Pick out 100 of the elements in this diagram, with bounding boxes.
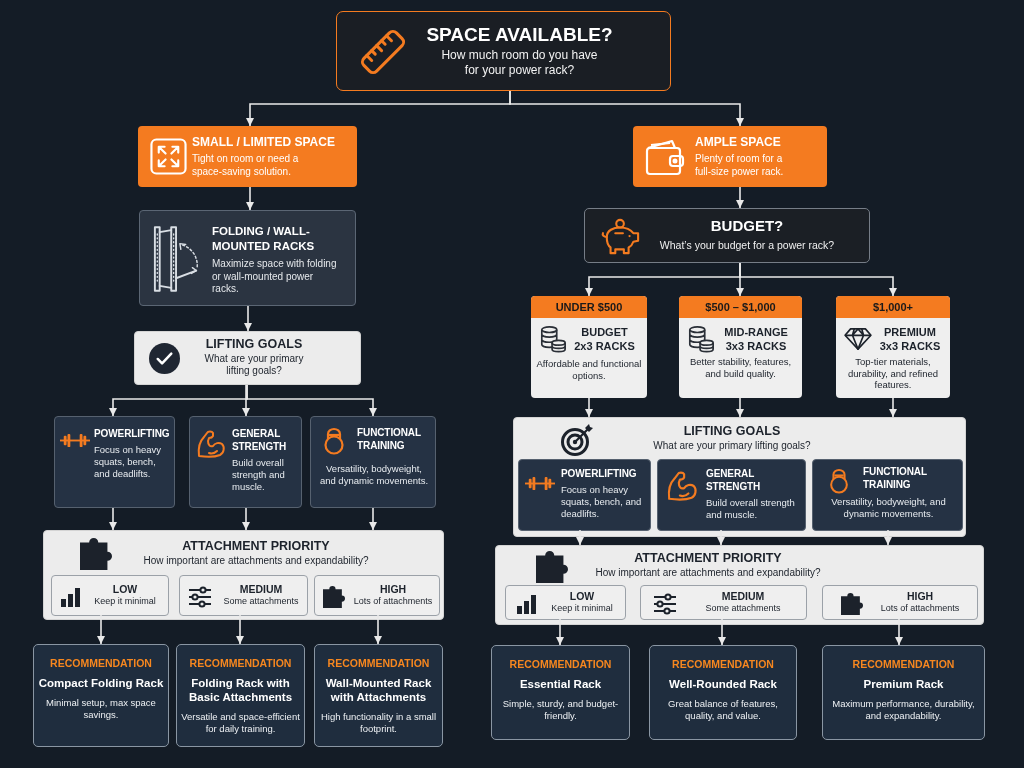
recommendation-title: Compact Folding Rack: [38, 676, 164, 690]
decision-panel: [513, 417, 966, 537]
goal-text: Build overall strength and muscle.: [232, 457, 286, 493]
level-card: [51, 575, 169, 616]
recommendation-card: [176, 644, 305, 747]
recommendation-title: Folding Rack with Basic Attachments: [187, 676, 294, 704]
level-card: [179, 575, 308, 616]
recommendation-title: Essential Rack: [518, 677, 603, 691]
level-card: [640, 585, 807, 620]
price-range-header: $1,000+: [836, 296, 950, 318]
recommendation-text: Maximum performance, durability, and expandability.: [831, 698, 976, 722]
question-text: How much room do you have for your power rack?: [440, 48, 599, 78]
recommendation-card: [491, 645, 630, 740]
recommendation-card: [822, 645, 985, 740]
arrow: [246, 186, 254, 211]
recommendation-label: RECOMMENDATION: [326, 657, 431, 670]
arrow: [736, 186, 744, 209]
option-box: [138, 126, 357, 187]
goal-title: FUNCTIONAL TRAINING: [863, 465, 928, 491]
goal-text: Versatility, bodyweight, and dynamic movements.: [830, 496, 947, 520]
recommendation-text: High functionality in a small footprint.: [319, 711, 438, 735]
tier-text: Top-tier materials, durability, and refined features.: [846, 356, 940, 391]
option-text: Maximize space with folding or wall-mounted power racks.: [212, 258, 337, 296]
recommendation-label: RECOMMENDATION: [49, 657, 153, 670]
level-text: Keep it minimal: [550, 603, 614, 614]
goal-card: [54, 416, 175, 508]
arrow: [884, 529, 892, 546]
goal-text: Focus on heavy squats, bench, and deadlifts.: [94, 444, 163, 480]
goal-title: FUNCTIONAL TRAINING: [357, 426, 422, 452]
level-text: Keep it minimal: [93, 596, 157, 607]
level-title: LOW: [111, 583, 139, 595]
tier-title: MID-RANGE 3x3 RACKS: [723, 325, 789, 353]
arrow: [556, 618, 564, 646]
level-title: HIGH: [378, 583, 408, 595]
option-text: Tight on room or need a space-saving solution.: [192, 152, 300, 178]
level-text: Lots of attachments: [352, 596, 434, 607]
goal-card: [189, 416, 302, 508]
tier-title: BUDGET 2x3 RACKS: [573, 325, 636, 353]
option-title: FOLDING / WALL-MOUNTED RACKS: [212, 224, 316, 254]
arrow: [889, 397, 897, 418]
goal-text: Versatility, bodyweight, and dynamic movements.: [319, 463, 429, 487]
arrow: [576, 529, 584, 546]
recommendation-title: Premium Rack: [862, 677, 945, 691]
goal-title: GENERAL STRENGTH: [232, 427, 288, 453]
question-text: What are your primary lifting goals?: [203, 353, 305, 377]
question-title: LIFTING GOALS: [682, 424, 782, 439]
arrow: [236, 614, 244, 645]
level-text: Lots of attachments: [879, 603, 961, 614]
question-title: BUDGET?: [709, 217, 785, 235]
decision-box: [584, 208, 870, 263]
arrow: [244, 305, 252, 332]
recommendation-text: Great balance of features, quality, and value.: [667, 698, 779, 722]
arrow: [242, 507, 250, 531]
decision-panel: [134, 331, 361, 385]
decision-panel: [495, 545, 984, 625]
level-title: MEDIUM: [238, 583, 284, 595]
level-title: LOW: [568, 590, 596, 602]
arrow: [246, 384, 377, 417]
recommendation-title: Wall-Mounted Rack with Attachments: [324, 676, 433, 704]
option-title: SMALL / LIMITED SPACE: [192, 135, 336, 150]
recommendation-text: Simple, sturdy, and budget-friendly.: [501, 698, 620, 722]
recommendation-label: RECOMMENDATION: [671, 658, 775, 671]
tier-card: [836, 296, 950, 398]
level-card: [822, 585, 978, 620]
level-card: [314, 575, 440, 616]
goal-title: GENERAL STRENGTH: [706, 467, 762, 493]
question-text: How important are attachments and expandability?: [142, 555, 370, 567]
recommendation-label: RECOMMENDATION: [851, 658, 956, 671]
option-text: Plenty of room for a full-size power rack.: [695, 152, 785, 178]
tier-text: Affordable and functional options.: [535, 358, 643, 381]
goal-title: POWERLIFTING: [94, 427, 171, 440]
question-title: LIFTING GOALS: [204, 337, 304, 352]
tier-title: PREMIUM 3x3 RACKS: [878, 325, 942, 353]
question-text: What’s your budget for a power rack?: [658, 238, 836, 252]
goal-card: [310, 416, 436, 508]
decision-panel: [43, 530, 444, 620]
recommendation-title: Well-Rounded Rack: [668, 677, 778, 691]
arrow: [717, 529, 725, 546]
arrow: [585, 397, 593, 418]
question-title: ATTACHMENT PRIORITY: [633, 551, 783, 566]
arrow: [109, 507, 117, 531]
arrow: [374, 614, 382, 645]
arrow: [369, 507, 377, 531]
goal-card: [518, 459, 651, 531]
recommendation-text: Versatile and space-efficient for daily training.: [180, 711, 301, 735]
recommendation-card: [33, 644, 169, 747]
recommendation-card: [649, 645, 797, 740]
price-range-header: $500 – $1,000: [679, 296, 802, 318]
goal-card: [812, 459, 963, 531]
level-text: Some attachments: [222, 596, 300, 607]
price-range-header: UNDER $500: [531, 296, 647, 318]
option-title: AMPLE SPACE: [695, 135, 782, 150]
arrow: [718, 618, 726, 646]
tier-card: [679, 296, 802, 398]
decision-box: [336, 11, 671, 91]
tier-card: [531, 296, 647, 398]
recommendation-label: RECOMMENDATION: [508, 658, 613, 671]
goal-card: [657, 459, 806, 531]
arrow: [242, 384, 250, 417]
goal-text: Focus on heavy squats, bench, and deadlifts.: [561, 484, 643, 520]
